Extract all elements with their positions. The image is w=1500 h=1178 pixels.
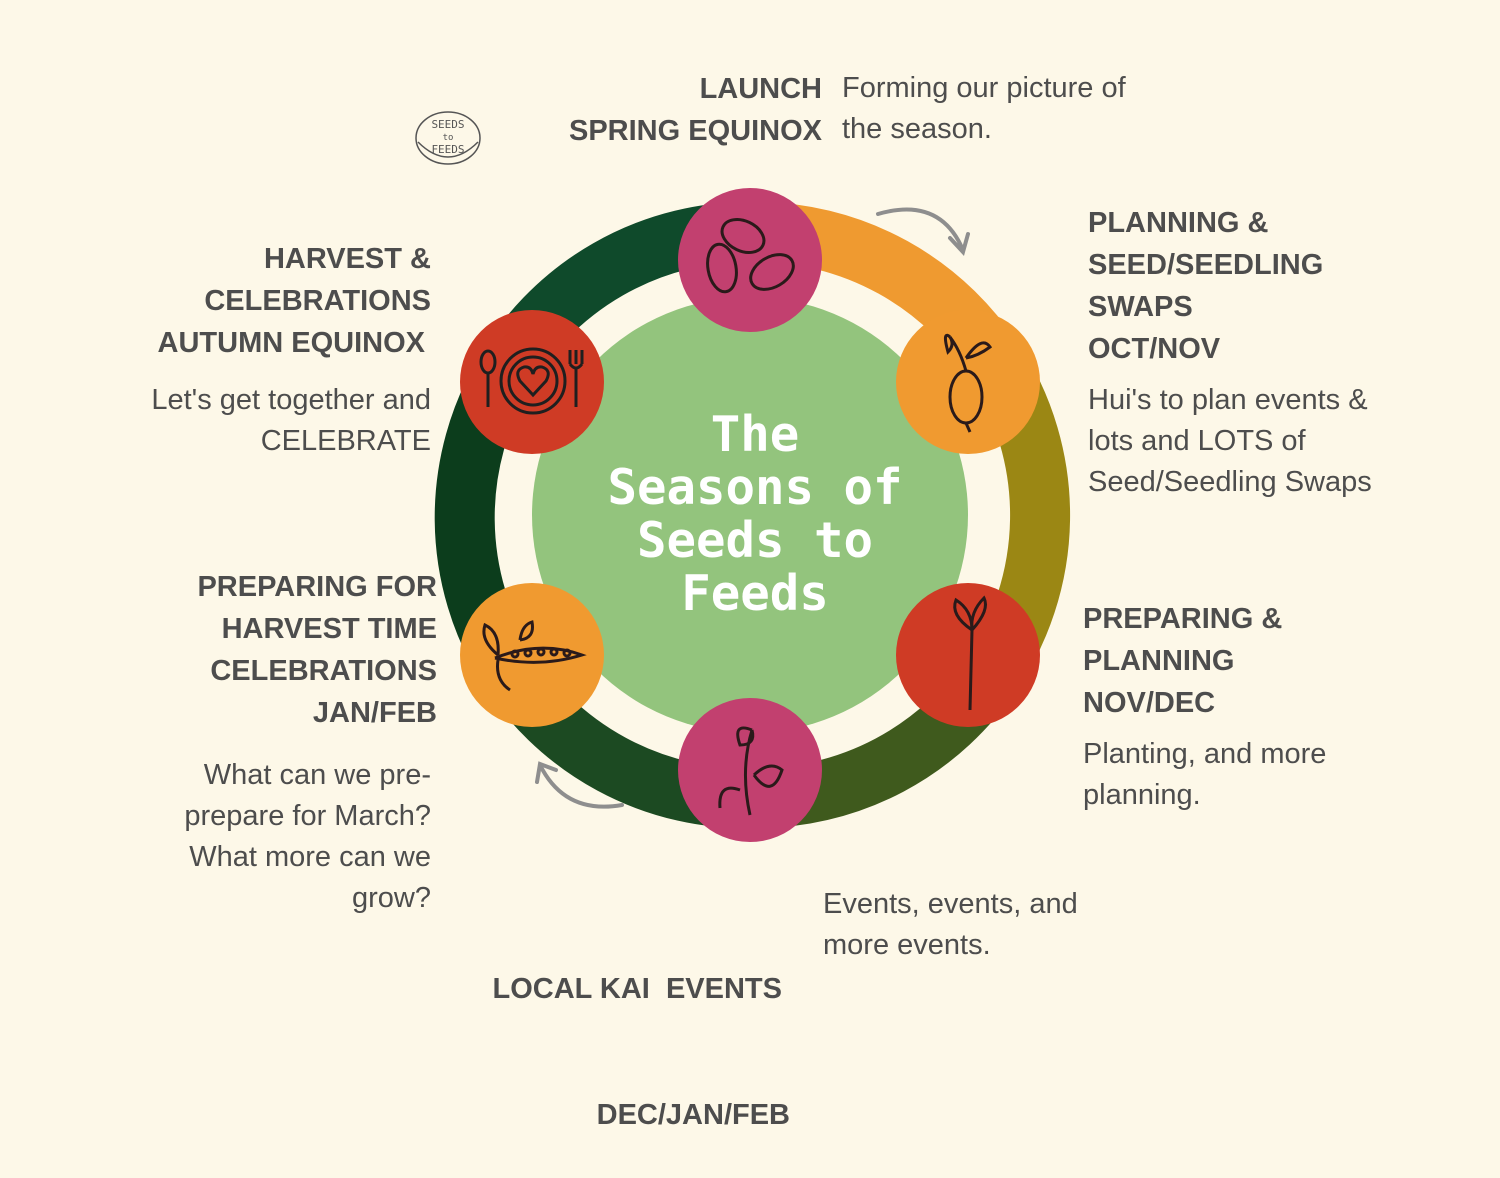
- stage-circle-local-kai-events: [678, 698, 822, 842]
- preparing-harvest-heading-line: CELEBRATIONS: [210, 655, 437, 687]
- seeds-to-feeds-logo: SEEDS to FEEDS: [415, 111, 481, 165]
- plate-heart-icon: [479, 347, 584, 415]
- preparing-planning-description: Planting, and more planning.: [1083, 734, 1463, 816]
- harvest-celebrations-heading: HARVEST & CELEBRATIONS AUTUMN EQUINOX: [100, 238, 431, 364]
- preparing-harvest-description: What can we pre- prepare for March? What…: [120, 755, 431, 919]
- seedling-icon: [953, 595, 987, 711]
- preparing-harvest-description-line: grow?: [352, 882, 431, 914]
- logo-line-3: FEEDS: [431, 143, 464, 156]
- center-title-line: Seasons of: [607, 459, 903, 516]
- harvest-celebrations-heading-line: AUTUMN EQUINOX: [157, 327, 425, 359]
- preparing-planning-heading-line: PLANNING: [1083, 645, 1235, 677]
- launch-heading: LAUNCH SPRING EQUINOX: [500, 68, 822, 152]
- launch-heading-line: LAUNCH: [699, 73, 822, 105]
- preparing-planning-heading-line: PREPARING &: [1083, 603, 1283, 635]
- preparing-planning-description-line: planning.: [1083, 779, 1201, 811]
- planning-swaps-heading-line: SWAPS: [1088, 291, 1193, 323]
- center-title-line: Seeds to: [636, 512, 873, 569]
- center-title-line: Feeds: [681, 565, 829, 622]
- center-title-line: The: [710, 406, 800, 463]
- planning-swaps-description-line: Seed/Seedling Swaps: [1088, 466, 1372, 498]
- harvest-celebrations-heading-line: HARVEST &: [263, 243, 431, 275]
- center-title: The Seasons of Seeds to Feeds: [590, 408, 920, 620]
- local-kai-events-description-line: more events.: [823, 929, 991, 961]
- logo-line-1: SEEDS: [431, 118, 464, 131]
- stage-circle-launch: [678, 188, 822, 332]
- local-kai-events-description: Events, events, and more events.: [823, 884, 1143, 966]
- planning-swaps-heading-line: OCT/NOV: [1088, 333, 1221, 365]
- launch-description-line: Forming our picture of: [842, 72, 1126, 104]
- preparing-planning-heading-line: NOV/DEC: [1083, 687, 1216, 719]
- bean-plant-icon: [718, 726, 784, 816]
- preparing-harvest-heading-line: HARVEST TIME: [221, 613, 437, 645]
- local-kai-events-description-line: Events, events, and: [823, 888, 1078, 920]
- launch-description: Forming our picture of the season.: [842, 68, 1172, 150]
- preparing-planning-description-line: Planting, and more: [1083, 738, 1327, 770]
- preparing-harvest-description-line: What can we pre-: [203, 759, 431, 791]
- planning-swaps-description: Hui's to plan events & lots and LOTS of …: [1088, 380, 1468, 503]
- harvest-celebrations-description-line: Let's get together and: [151, 384, 431, 416]
- pea-pod-icon: [482, 620, 587, 692]
- sprouting-seed-icon: [943, 333, 993, 433]
- preparing-harvest-heading-line: JAN/FEB: [312, 697, 437, 729]
- arrow-clockwise-top-icon: [876, 207, 970, 256]
- preparing-harvest-description-line: prepare for March?: [184, 800, 431, 832]
- planning-swaps-heading-line: PLANNING &: [1088, 207, 1269, 239]
- planning-swaps-description-line: lots and LOTS of: [1088, 425, 1306, 457]
- harvest-celebrations-heading-line: CELEBRATIONS: [204, 285, 431, 317]
- preparing-harvest-heading-line: PREPARING FOR: [197, 571, 437, 603]
- preparing-harvest-description-line: What more can we: [189, 841, 431, 873]
- launch-description-line: the season.: [842, 113, 992, 145]
- cycle-diagram: [434, 188, 1071, 842]
- harvest-celebrations-description-line: CELEBRATE: [260, 425, 431, 457]
- planning-swaps-description-line: Hui's to plan events &: [1088, 384, 1368, 416]
- launch-heading-line: SPRING EQUINOX: [569, 115, 822, 147]
- inner-circle: [532, 297, 968, 733]
- harvest-celebrations-description: Let's get together and CELEBRATE: [100, 380, 431, 462]
- local-kai-events-heading-line: LOCAL KAI EVENTS: [492, 973, 783, 1005]
- logo-line-2: to: [443, 133, 454, 143]
- stage-circle-preparing-planning: [896, 583, 1040, 727]
- stage-circle-planning-swaps: [896, 310, 1040, 454]
- preparing-planning-heading: PREPARING & PLANNING NOV/DEC: [1083, 598, 1282, 724]
- beans-icon: [706, 218, 795, 294]
- planning-swaps-heading: PLANNING & SEED/SEEDLING SWAPS OCT/NOV: [1088, 202, 1323, 370]
- preparing-harvest-heading: PREPARING FOR HARVEST TIME CELEBRATIONS …: [120, 566, 437, 734]
- arrow-clockwise-bottom-icon: [535, 761, 624, 809]
- local-kai-events-heading: LOCAL KAI EVENTS DEC/JAN/FEB: [430, 884, 791, 1178]
- stage-circle-harvest-celebrations: [460, 310, 604, 454]
- local-kai-events-heading-line: DEC/JAN/FEB: [596, 1099, 790, 1131]
- planning-swaps-heading-line: SEED/SEEDLING: [1088, 249, 1324, 281]
